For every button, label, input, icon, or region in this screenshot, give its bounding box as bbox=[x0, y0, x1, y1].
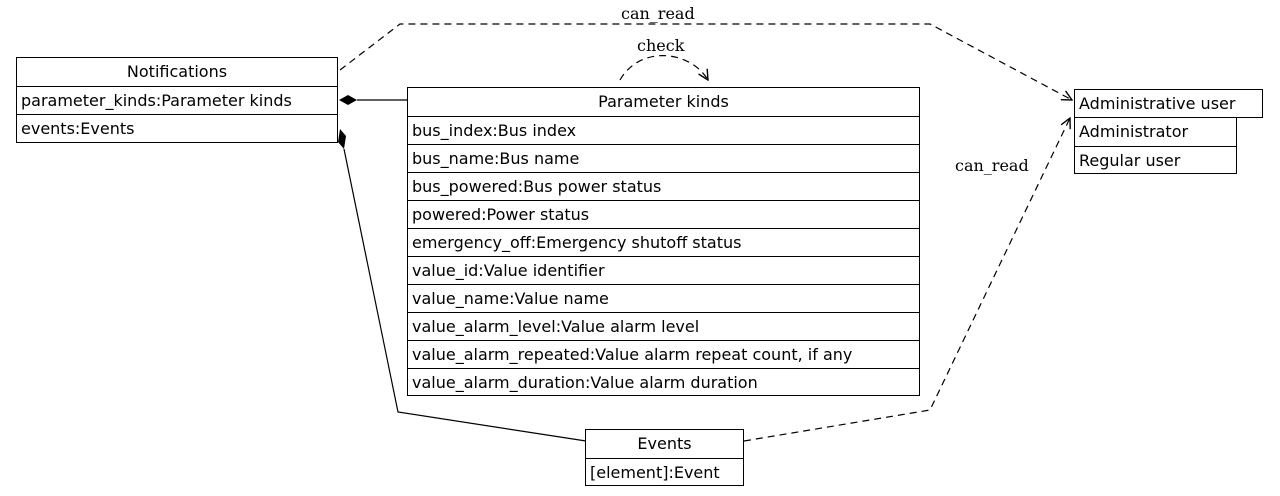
parameter-kinds-class[interactable]: Parameter kinds bus_index:Bus index bus_… bbox=[407, 87, 920, 396]
edge-notifications-can-read-admin bbox=[339, 23, 1072, 100]
parameter-kinds-field: bus_index:Bus index bbox=[408, 116, 919, 144]
parameter-kinds-field: value_alarm_level:Value alarm level bbox=[408, 312, 919, 340]
parameter-kinds-field: value_id:Value identifier bbox=[408, 256, 919, 284]
composition-diamond-events bbox=[338, 129, 346, 149]
edge-composition-events bbox=[343, 148, 587, 442]
administrative-user-class[interactable]: Administrative user bbox=[1074, 89, 1263, 118]
administrative-user-role: Regular user bbox=[1075, 146, 1236, 174]
edge-label-can-read-top: can_read bbox=[621, 4, 695, 23]
parameter-kinds-field: value_alarm_repeated:Value alarm repeat … bbox=[408, 340, 919, 368]
edge-label-check: check bbox=[637, 36, 685, 55]
events-title: Events bbox=[637, 434, 692, 453]
administrative-user-roles: Administrator Regular user bbox=[1074, 117, 1237, 174]
parameter-kinds-field: bus_powered:Bus power status bbox=[408, 172, 919, 200]
edge-parameter-kinds-check bbox=[619, 55, 708, 80]
notifications-class[interactable]: Notifications parameter_kinds:Parameter … bbox=[16, 57, 338, 143]
composition-diamond-parameter-kinds bbox=[339, 95, 357, 105]
events-class[interactable]: Events [element]:Event bbox=[585, 429, 744, 486]
notifications-title: Notifications bbox=[126, 62, 228, 81]
parameter-kinds-field: bus_name:Bus name bbox=[408, 144, 919, 172]
parameter-kinds-field: value_alarm_duration:Value alarm duratio… bbox=[408, 368, 919, 396]
edge-label-can-read-right: can_read bbox=[955, 156, 1029, 175]
notifications-field: parameter_kinds:Parameter kinds bbox=[17, 86, 337, 114]
administrative-user-role: Administrator bbox=[1079, 122, 1189, 141]
parameter-kinds-field: emergency_off:Emergency shutoff status bbox=[408, 228, 919, 256]
parameter-kinds-title: Parameter kinds bbox=[598, 92, 729, 111]
parameter-kinds-field: powered:Power status bbox=[408, 200, 919, 228]
notifications-field: events:Events bbox=[17, 114, 337, 142]
parameter-kinds-field: value_name:Value name bbox=[408, 284, 919, 312]
administrative-user-title: Administrative user bbox=[1079, 94, 1236, 113]
events-field: [element]:Event bbox=[586, 458, 743, 486]
edge-events-can-read-admin bbox=[743, 118, 1070, 442]
